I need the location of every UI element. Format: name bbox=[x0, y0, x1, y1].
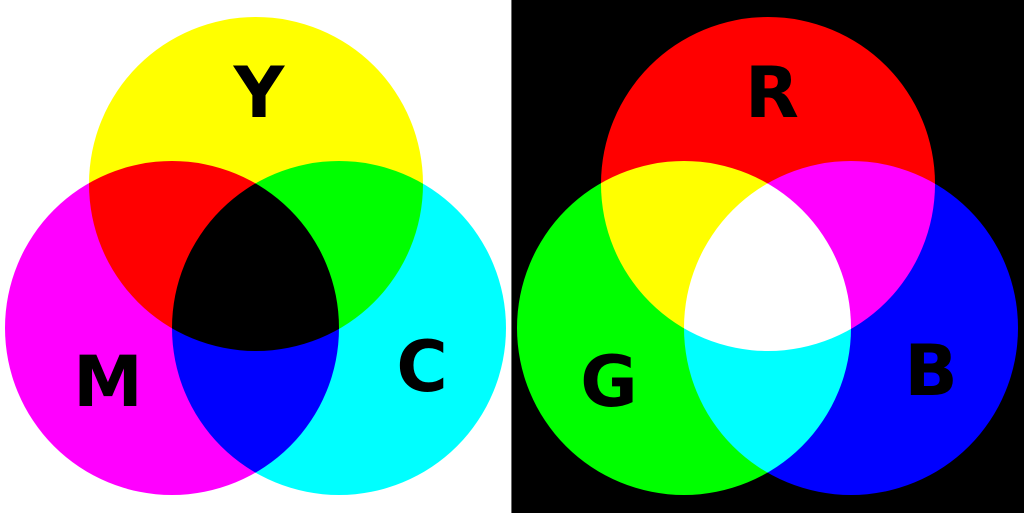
subtractive-cmy-diagram: Y M C bbox=[0, 0, 511, 513]
rgb-circles bbox=[517, 17, 1018, 495]
green-label: G bbox=[580, 341, 638, 423]
blue-label: B bbox=[904, 330, 958, 412]
cyan-circle bbox=[172, 161, 506, 495]
panel-divider bbox=[511, 0, 512, 513]
red-label: R bbox=[745, 52, 799, 134]
cyan-label: C bbox=[396, 326, 448, 408]
yellow-label: Y bbox=[233, 52, 285, 134]
magenta-label: M bbox=[73, 341, 143, 423]
additive-rgb-diagram: R G B bbox=[512, 0, 1024, 513]
cmy-circles bbox=[5, 17, 506, 495]
blue-circle bbox=[684, 161, 1018, 495]
